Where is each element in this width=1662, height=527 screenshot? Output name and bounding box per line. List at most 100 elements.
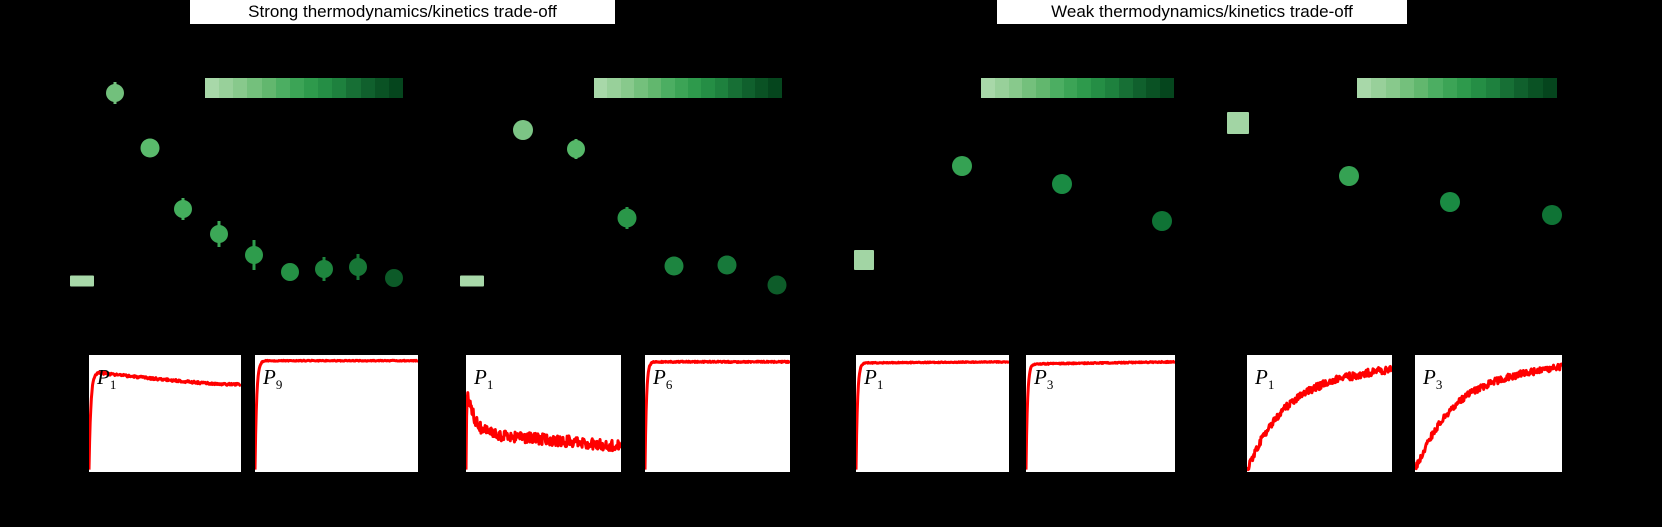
panel-3-inset-2: P3 bbox=[1026, 355, 1175, 472]
colorbar-swatch bbox=[1357, 78, 1372, 98]
scatter-point bbox=[1052, 174, 1072, 194]
inset-curve-plot bbox=[89, 370, 241, 470]
scatter-point bbox=[767, 275, 787, 295]
scatter-point bbox=[717, 255, 737, 275]
colorbar-swatch bbox=[661, 78, 675, 98]
colorbar-swatch bbox=[1371, 78, 1386, 98]
panel-1-inset-1: P1 bbox=[89, 355, 241, 472]
panel-4-legend-marker bbox=[1227, 112, 1249, 134]
panel-2-colorbar-legend bbox=[594, 78, 782, 98]
regime-title-weak: Weak thermodynamics/kinetics trade-off bbox=[997, 0, 1407, 24]
colorbar-swatch bbox=[1077, 78, 1092, 98]
colorbar-swatch bbox=[1428, 78, 1443, 98]
colorbar-swatch bbox=[1499, 78, 1515, 98]
panel-4-inset-1: P1 bbox=[1247, 355, 1392, 472]
scatter-point bbox=[106, 84, 124, 102]
colorbar-swatch bbox=[1456, 78, 1472, 98]
colorbar-swatch bbox=[332, 78, 347, 98]
inset-curve-plot bbox=[645, 359, 790, 470]
colorbar-swatch bbox=[768, 78, 782, 98]
panel-3-legend-marker bbox=[854, 250, 874, 270]
panel-2-legend-marker bbox=[460, 275, 484, 287]
colorbar-swatch bbox=[1063, 78, 1078, 98]
inset-curve-plot bbox=[1026, 359, 1175, 470]
probability-curve bbox=[255, 358, 418, 470]
panel-4-inset-2: P3 bbox=[1415, 355, 1562, 472]
colorbar-swatch bbox=[289, 78, 304, 98]
panel-3-inset-1: P1 bbox=[856, 355, 1009, 472]
panel-3-colorbar-legend bbox=[981, 78, 1174, 98]
probability-curve bbox=[1026, 359, 1175, 470]
scatter-point bbox=[1440, 192, 1460, 212]
colorbar-swatch bbox=[607, 78, 621, 98]
colorbar-swatch bbox=[1442, 78, 1457, 98]
colorbar-swatch bbox=[994, 78, 1009, 98]
regime-rule-left bbox=[600, 11, 1020, 13]
colorbar-swatch bbox=[701, 78, 715, 98]
panel-1-colorbar-legend bbox=[205, 78, 403, 98]
colorbar-swatch bbox=[714, 78, 729, 98]
regime-title-strong: Strong thermodynamics/kinetics trade-off bbox=[190, 0, 615, 24]
colorbar-swatch bbox=[1036, 78, 1050, 98]
colorbar-swatch bbox=[981, 78, 995, 98]
colorbar-swatch bbox=[755, 78, 769, 98]
scatter-point bbox=[281, 263, 299, 281]
scatter-point bbox=[567, 140, 585, 158]
scatter-point bbox=[140, 138, 160, 158]
colorbar-swatch bbox=[1542, 78, 1557, 98]
scatter-point bbox=[349, 258, 367, 276]
colorbar-swatch bbox=[247, 78, 262, 98]
inset-curve-plot bbox=[1415, 362, 1562, 471]
colorbar-swatch bbox=[1091, 78, 1106, 98]
regime-rule-right bbox=[1390, 11, 1662, 13]
probability-curve bbox=[1415, 362, 1562, 471]
colorbar-swatch bbox=[741, 78, 756, 98]
colorbar-swatch bbox=[1414, 78, 1429, 98]
colorbar-swatch bbox=[728, 78, 742, 98]
colorbar-swatch bbox=[374, 78, 389, 98]
colorbar-swatch bbox=[1118, 78, 1133, 98]
colorbar-swatch bbox=[1105, 78, 1119, 98]
colorbar-swatch bbox=[1528, 78, 1543, 98]
scatter-point bbox=[1542, 205, 1562, 225]
inset-curve-plot bbox=[466, 391, 621, 470]
colorbar-swatch bbox=[275, 78, 290, 98]
colorbar-swatch bbox=[1022, 78, 1037, 98]
probability-curve bbox=[466, 391, 621, 470]
panel-1-legend-marker bbox=[70, 275, 94, 287]
colorbar-swatch bbox=[205, 78, 220, 98]
panel-4-colorbar-legend bbox=[1357, 78, 1557, 98]
colorbar-swatch bbox=[1514, 78, 1529, 98]
colorbar-swatch bbox=[1160, 78, 1174, 98]
inset-curve-plot bbox=[1247, 364, 1392, 472]
inset-curve-plot bbox=[255, 358, 418, 470]
colorbar-swatch bbox=[1385, 78, 1400, 98]
scatter-point bbox=[664, 256, 684, 276]
colorbar-swatch bbox=[620, 78, 635, 98]
colorbar-swatch bbox=[360, 78, 375, 98]
scatter-point bbox=[210, 225, 228, 243]
colorbar-swatch bbox=[303, 78, 319, 98]
panel-1-inset-2: P9 bbox=[255, 355, 418, 472]
colorbar-swatch bbox=[261, 78, 276, 98]
scatter-point bbox=[513, 120, 533, 140]
colorbar-swatch bbox=[388, 78, 403, 98]
colorbar-swatch bbox=[1471, 78, 1486, 98]
colorbar-swatch bbox=[674, 78, 688, 98]
probability-curve bbox=[89, 370, 241, 470]
scatter-point bbox=[174, 200, 192, 218]
colorbar-swatch bbox=[219, 78, 234, 98]
scatter-point bbox=[385, 269, 403, 287]
probability-curve bbox=[1247, 364, 1392, 472]
scatter-point bbox=[952, 156, 972, 176]
scatter-point bbox=[617, 208, 637, 228]
panel-2-inset-2: P6 bbox=[645, 355, 790, 472]
colorbar-swatch bbox=[1399, 78, 1415, 98]
colorbar-swatch bbox=[687, 78, 702, 98]
colorbar-swatch bbox=[1049, 78, 1064, 98]
colorbar-swatch bbox=[594, 78, 608, 98]
colorbar-swatch bbox=[1132, 78, 1147, 98]
